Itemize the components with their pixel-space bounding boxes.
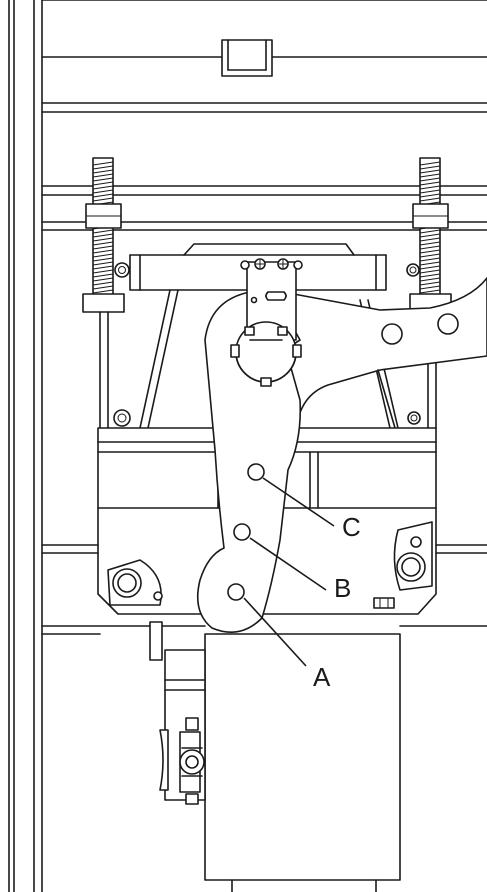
roller-assembly xyxy=(230,258,303,387)
motor-body xyxy=(41,625,487,892)
thread-line xyxy=(92,245,114,250)
side-valve xyxy=(149,621,206,805)
callout-a: A xyxy=(243,597,331,692)
thread-line xyxy=(419,261,441,266)
thread-line xyxy=(92,193,114,198)
callout-c: C xyxy=(262,477,361,542)
thread-line xyxy=(92,261,114,266)
thread-line xyxy=(92,185,114,190)
thread-line xyxy=(92,189,114,194)
thread-line xyxy=(419,161,441,166)
thread-line xyxy=(92,273,114,278)
thread-line xyxy=(92,181,114,186)
thread-line xyxy=(92,285,114,290)
thread-line xyxy=(92,257,114,262)
thread-line xyxy=(92,165,114,170)
threaded-rod-right xyxy=(406,157,452,313)
callout-b: B xyxy=(249,537,351,603)
thread-line xyxy=(92,161,114,166)
thread-line xyxy=(92,253,114,258)
thread-line xyxy=(419,181,441,186)
thread-line xyxy=(419,169,441,174)
thread-line xyxy=(419,253,441,258)
hole-b xyxy=(233,523,251,541)
thread-line xyxy=(419,185,441,190)
thread-line xyxy=(419,241,441,246)
thread-line xyxy=(92,233,114,238)
thread-line xyxy=(419,229,441,234)
top-panel xyxy=(41,39,487,113)
hole-c xyxy=(247,463,265,481)
thread-line xyxy=(92,265,114,270)
thread-line xyxy=(419,233,441,238)
callout-a-label: A xyxy=(313,662,331,692)
thread-line xyxy=(419,193,441,198)
thread-line xyxy=(92,289,114,294)
thread-line xyxy=(419,269,441,274)
thread-line xyxy=(92,229,114,234)
thread-line xyxy=(419,245,441,250)
thread-line xyxy=(419,277,441,282)
pivot-holes xyxy=(227,463,265,601)
thread-line xyxy=(419,237,441,242)
thread-line xyxy=(419,177,441,182)
thread-line xyxy=(92,277,114,282)
thread-line xyxy=(419,173,441,178)
callout-b-label: B xyxy=(334,573,351,603)
thread-line xyxy=(419,189,441,194)
thread-line xyxy=(92,177,114,182)
thread-line xyxy=(419,165,441,170)
thread-line xyxy=(92,281,114,286)
thread-line xyxy=(419,289,441,294)
thread-line xyxy=(92,169,114,174)
callout-c-label: C xyxy=(342,512,361,542)
thread-line xyxy=(419,249,441,254)
thread-line xyxy=(92,241,114,246)
hole-a xyxy=(227,583,245,601)
thread-line xyxy=(419,197,441,202)
threaded-rod-left xyxy=(82,157,130,313)
thread-line xyxy=(92,197,114,202)
thread-line xyxy=(419,265,441,270)
thread-line xyxy=(419,273,441,278)
thread-line xyxy=(92,173,114,178)
frame-rails xyxy=(8,0,487,892)
thread-line xyxy=(92,249,114,254)
thread-line xyxy=(419,285,441,290)
thread-line xyxy=(92,237,114,242)
thread-line xyxy=(92,269,114,274)
thread-line xyxy=(419,281,441,286)
thread-line xyxy=(419,257,441,262)
